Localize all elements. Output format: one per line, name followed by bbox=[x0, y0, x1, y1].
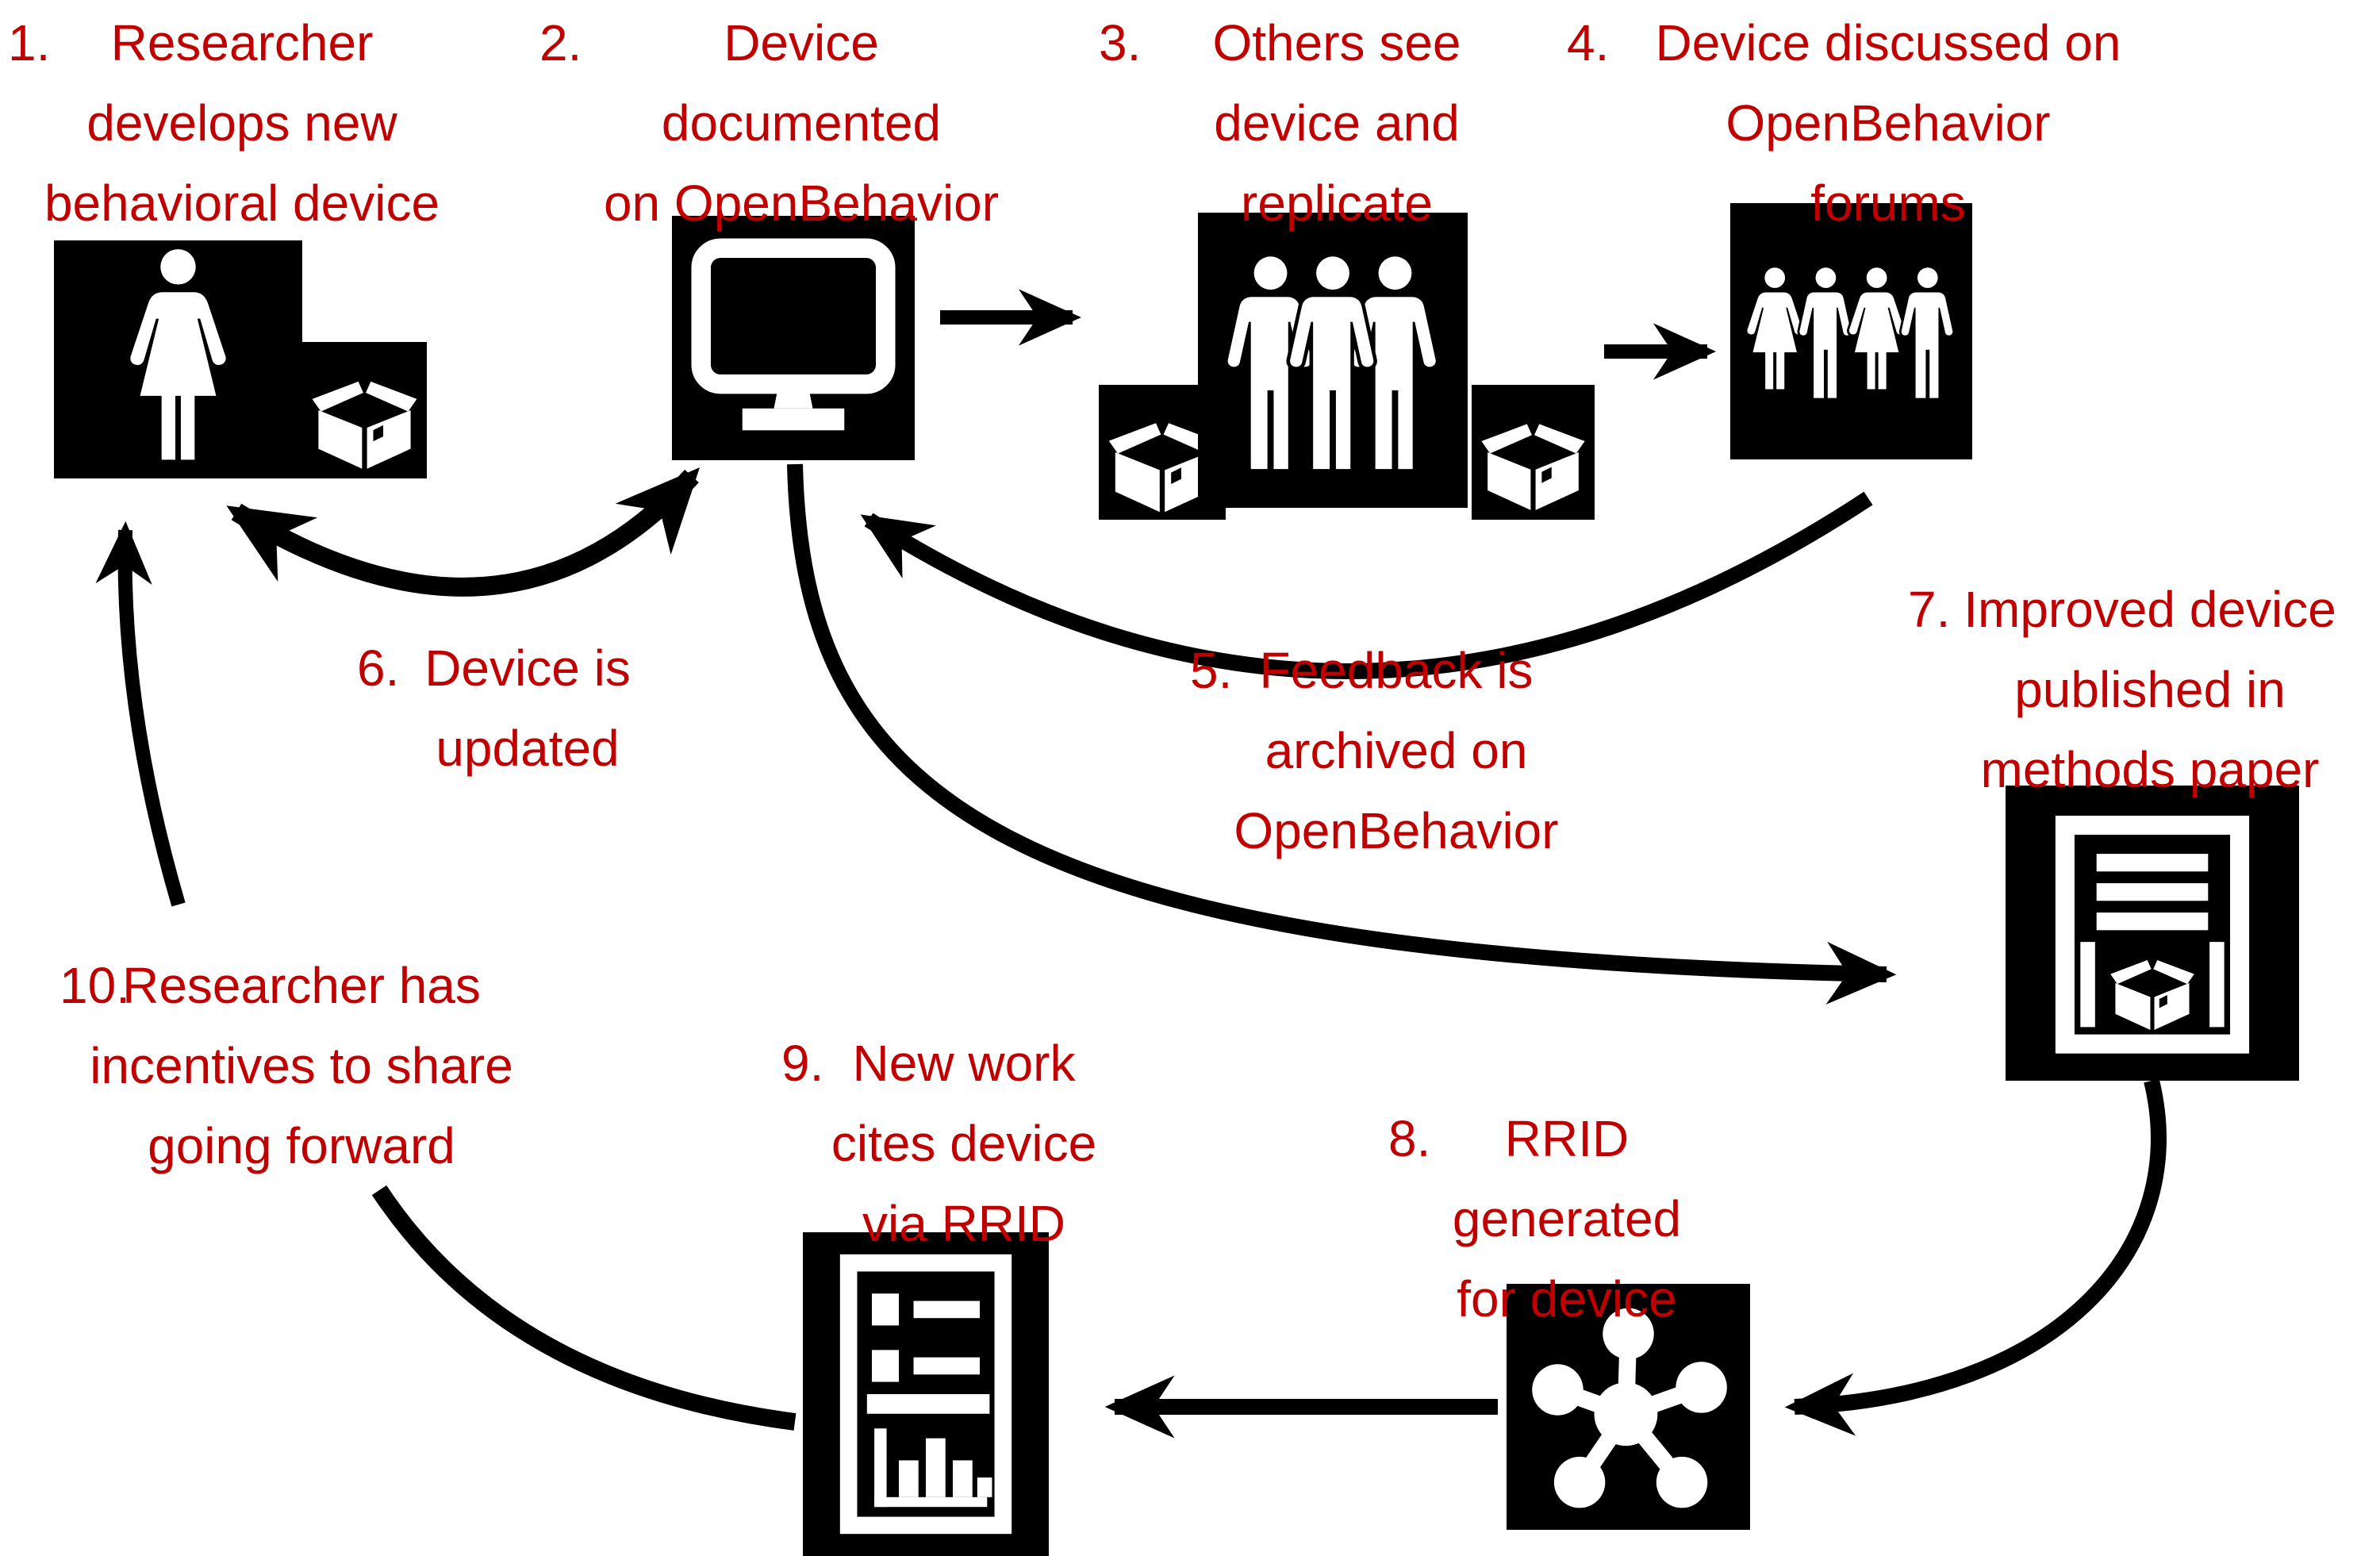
step-7-label: 7. Improved device published in methods … bbox=[1908, 570, 2380, 810]
open-box-icon bbox=[302, 342, 427, 478]
step-3-line: device and bbox=[1214, 94, 1460, 152]
step-10-label: 10. Researcher has incentives to share g… bbox=[56, 946, 547, 1186]
three-people-icon bbox=[1198, 213, 1468, 508]
step-6-line: Device is bbox=[424, 640, 631, 697]
step-7-line: methods paper bbox=[1980, 741, 2320, 798]
arrow-step7-to-step8 bbox=[1784, 1078, 2167, 1436]
connector-step10-to-step9 bbox=[371, 1185, 797, 1431]
step-7-line: Improved device bbox=[1964, 581, 2336, 638]
step-5-label: 5. Feedback is archived on OpenBehavior bbox=[1182, 631, 1610, 871]
step-7-line: published in bbox=[2014, 661, 2286, 718]
arrow-step1-step2-bidirectional bbox=[226, 467, 701, 597]
arrow-step10-to-step1 bbox=[95, 521, 186, 907]
step-3-label: 3. Others see device and replicate bbox=[1099, 3, 1575, 244]
citing-paper-chart-icon bbox=[803, 1232, 1049, 1556]
step-2-line: documented bbox=[661, 94, 942, 152]
step-8-line: RRID bbox=[1504, 1110, 1630, 1167]
step-5-line: Feedback is bbox=[1259, 642, 1534, 699]
step-5-line: OpenBehavior bbox=[1234, 802, 1559, 859]
step-9-line: via RRID bbox=[862, 1195, 1066, 1252]
rrid-network-hub-icon bbox=[1507, 1284, 1750, 1530]
step-1-label: 1. Researcher develops new behavioral de… bbox=[0, 3, 484, 244]
step-4-line: Device discussed on bbox=[1655, 14, 2121, 71]
step-10-line: going forward bbox=[148, 1117, 455, 1174]
step-9-line: cites device bbox=[831, 1115, 1097, 1172]
step-8-label: 8. RRID generated for device bbox=[1384, 1099, 1749, 1339]
step-8-line: generated bbox=[1452, 1190, 1682, 1247]
step-5-line: archived on bbox=[1265, 722, 1528, 779]
step-1-line: behavioral device bbox=[44, 175, 440, 232]
step-4-line: forums bbox=[1810, 175, 1966, 232]
computer-monitor-icon bbox=[672, 216, 915, 460]
step-8-line: for device bbox=[1457, 1270, 1677, 1327]
step-6-label: 6. Device is updated bbox=[341, 628, 714, 789]
step-2-line: on OpenBehavior bbox=[603, 175, 1000, 232]
methods-paper-box-icon bbox=[2006, 786, 2299, 1081]
step-10-line: incentives to share bbox=[90, 1037, 513, 1094]
step-9-label: 9. New work cites device via RRID bbox=[762, 1024, 1166, 1264]
step-10-line: Researcher has bbox=[122, 957, 481, 1014]
step-3-line: replicate bbox=[1241, 175, 1433, 232]
four-people-forum-icon bbox=[1730, 203, 1972, 459]
step-2-label: 2. Device documented on OpenBehavior bbox=[528, 3, 1075, 244]
step-1-line: develops new bbox=[86, 94, 397, 152]
step-2-line: Device bbox=[724, 14, 879, 71]
step-1-line: Researcher bbox=[110, 14, 374, 71]
step-4-line: OpenBehavior bbox=[1726, 94, 2051, 152]
researcher-woman-icon bbox=[54, 240, 302, 478]
step-4-label: 4. Device discussed on OpenBehavior foru… bbox=[1567, 3, 2209, 244]
step-3-line: Others see bbox=[1212, 14, 1461, 71]
open-box-icon bbox=[1472, 385, 1595, 520]
step-9-line: New work bbox=[852, 1035, 1076, 1092]
step-6-line: updated bbox=[436, 720, 620, 777]
